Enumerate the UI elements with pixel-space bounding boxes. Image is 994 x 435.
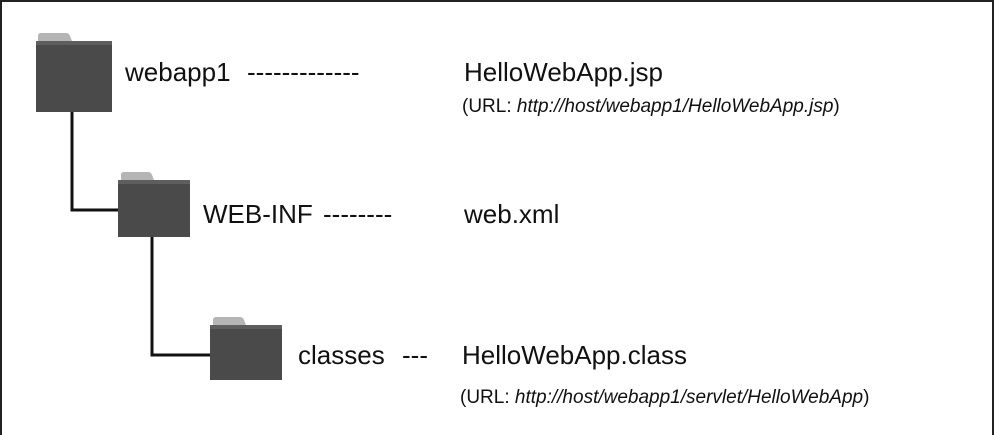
connector-root-to-webinf	[70, 111, 118, 212]
url-note-servlet-prefix: (URL:	[460, 387, 515, 408]
folder-icon-classes	[210, 317, 282, 380]
dash-connector-classes: ---	[402, 340, 428, 370]
file-label-hellowebapp-class: HelloWebApp.class	[462, 340, 687, 370]
url-note-jsp-path: http://host/webapp1/HelloWebApp.jsp	[516, 96, 834, 117]
dash-connector-webinf: --------	[323, 199, 393, 229]
url-note-jsp-suffix: )	[833, 96, 840, 117]
file-label-web-xml: web.xml	[464, 199, 560, 229]
url-note-servlet-path: http://host/webapp1/servlet/HelloWebApp	[514, 387, 864, 408]
url-note-jsp-prefix: (URL:	[462, 96, 517, 117]
folder-icon-webapp1	[36, 33, 112, 112]
folder-icon-webinf	[118, 172, 190, 237]
url-note-servlet: (URL: http://host/webapp1/servlet/HelloW…	[460, 387, 869, 409]
dash-connector-webapp1: -------------	[247, 57, 360, 87]
url-note-jsp: (URL: http://host/webapp1/HelloWebApp.js…	[462, 96, 840, 118]
url-note-servlet-suffix: )	[863, 387, 870, 408]
folder-label-classes: classes	[298, 340, 385, 370]
folder-label-webinf: WEB-INF	[203, 199, 313, 229]
folder-label-webapp1: webapp1	[125, 57, 231, 87]
file-label-hellowebapp-jsp: HelloWebApp.jsp	[464, 57, 663, 87]
connector-webinf-to-classes	[150, 237, 210, 357]
